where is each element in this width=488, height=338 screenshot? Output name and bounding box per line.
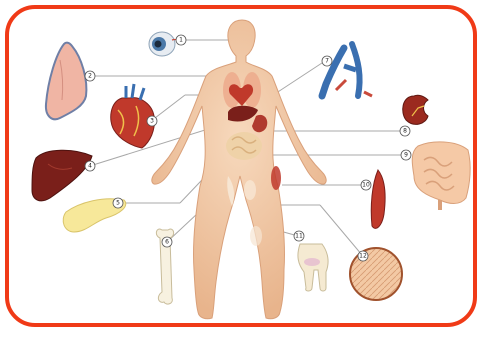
marker-eye: 1	[176, 35, 186, 45]
blood-vessels-icon	[322, 44, 372, 96]
marker-vessels: 7	[322, 56, 332, 66]
marker-lung: 2	[85, 71, 95, 81]
knee-joint-icon	[298, 244, 328, 291]
marker-heart: 3	[147, 116, 157, 126]
liver-icon	[32, 150, 92, 201]
lung-icon	[46, 43, 86, 120]
marker-muscle: 10	[361, 180, 371, 190]
svg-text:7: 7	[325, 58, 329, 65]
svg-text:5: 5	[116, 200, 120, 207]
marker-kidney: 8	[400, 126, 410, 136]
svg-text:4: 4	[88, 163, 92, 170]
intestine-icon	[412, 142, 470, 210]
marker-pancreas: 5	[113, 198, 123, 208]
marker-skin: 12	[358, 251, 368, 261]
svg-text:6: 6	[165, 239, 169, 246]
svg-text:9: 9	[404, 152, 408, 159]
human-body	[152, 20, 326, 319]
svg-text:10: 10	[362, 182, 370, 189]
svg-text:8: 8	[403, 128, 407, 135]
marker-liver: 4	[85, 161, 95, 171]
heart-icon	[111, 84, 155, 148]
svg-text:1: 1	[179, 37, 183, 44]
svg-text:2: 2	[88, 73, 92, 80]
eye-icon	[149, 32, 180, 56]
svg-text:11: 11	[295, 233, 303, 240]
muscle-icon	[371, 170, 385, 228]
marker-intestine: 9	[401, 150, 411, 160]
svg-text:12: 12	[359, 253, 367, 260]
kidney-icon	[403, 95, 428, 124]
svg-text:3: 3	[150, 118, 154, 125]
marker-knee: 11	[294, 231, 304, 241]
marker-bone: 6	[162, 237, 172, 247]
